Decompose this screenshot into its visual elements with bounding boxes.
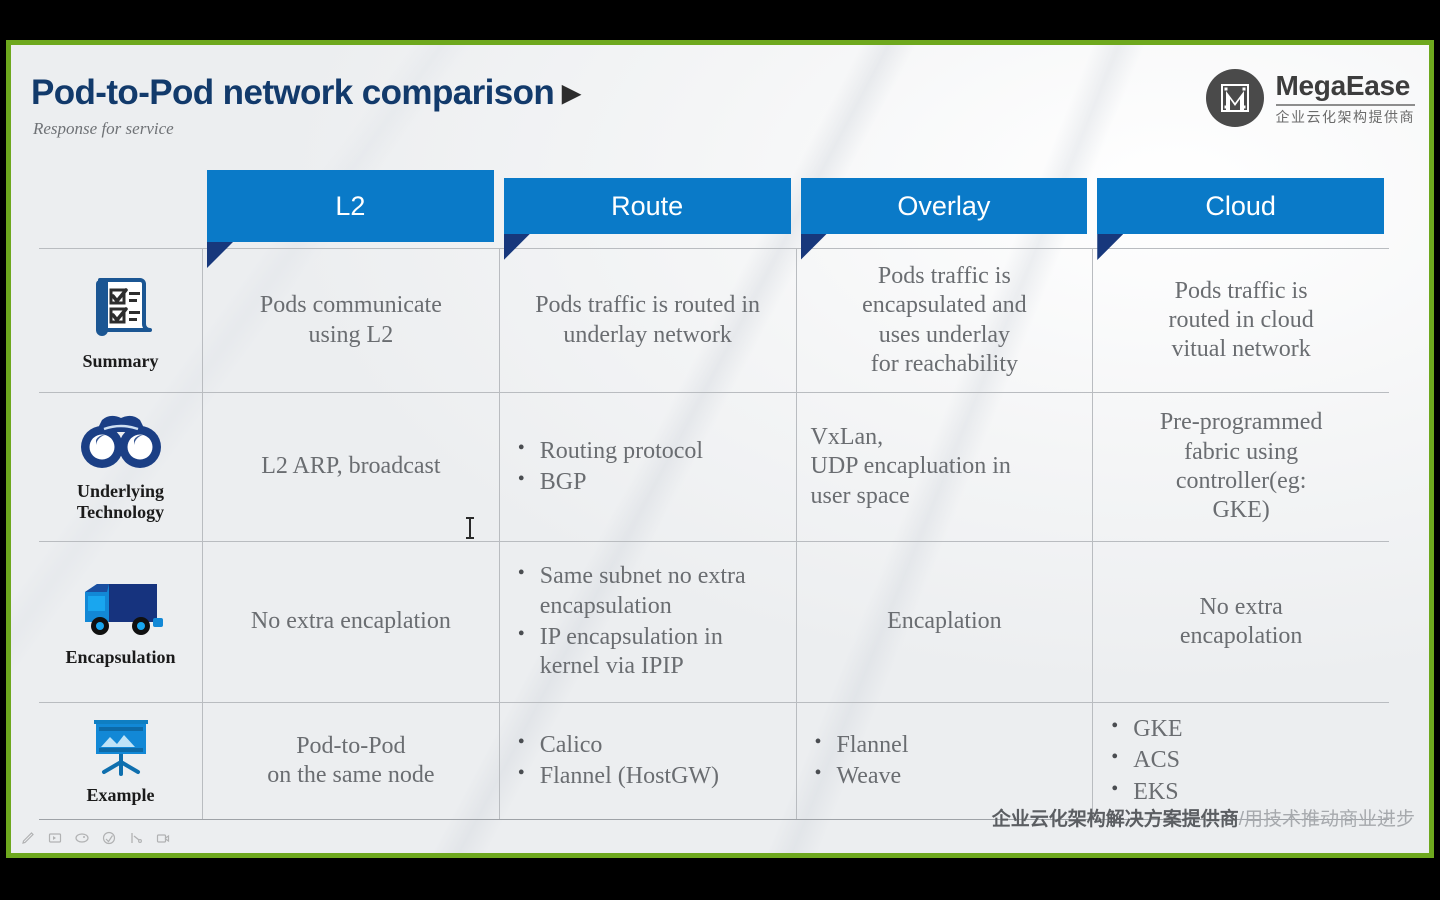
logo-text-block: MegaEase 企业云化架构提供商 [1275,70,1415,125]
laser-pointer-icon[interactable] [127,829,145,847]
column-banner-overlay: Overlay [800,178,1088,234]
cell-tech-cloud: Pre-programmed fabric using controller(e… [1092,393,1389,541]
row-label-example: Example [86,785,155,806]
footer-note-secondary: /用技术推动商业进步 [1238,809,1415,830]
list-item: IP encapsulation in kernel via IPIP [518,622,782,682]
text-cursor [466,517,474,539]
list-item: GKE [1111,714,1182,744]
row-label-encapsulation: Encapsulation [65,647,176,668]
page-title-text: Pod-to-Pod network comparison [31,73,555,112]
presentation-slide: Pod-to-Pod network comparison ▶ Response … [11,45,1429,853]
row-header-example: Example [39,703,202,819]
list-item: Calico [518,730,719,760]
cell-encap-cloud: No extra encapolation [1092,542,1389,702]
footer-note: 企业云化架构解决方案提供商/用技术推动商业进步 [992,804,1415,831]
list-item: Weave [815,761,909,791]
bullet-list: Flannel Weave [811,729,909,794]
cell-summary-l2: Pods communicate using L2 [202,249,499,392]
checklist-icon [84,268,158,347]
column-banner-cloud: Cloud [1097,178,1384,234]
column-header-l2: L2 [202,170,499,268]
bullet-list: Routing protocol BGP [514,435,703,500]
column-label-overlay: Overlay [897,190,991,221]
column-header-overlay: Overlay [796,170,1093,260]
logo-divider [1275,104,1415,106]
logo-tagline: 企业云化架构提供商 [1275,109,1415,125]
bullet-list: Calico Flannel (HostGW) [514,729,719,794]
play-triangle-icon: ▶ [562,80,581,107]
cell-summary-overlay: Pods traffic is encapsulated and uses un… [795,249,1093,392]
cell-tech-overlay: VxLan, UDP encapluation in user space [795,393,1093,541]
cell-encap-route: Same subnet no extra encapsulation IP en… [498,542,796,702]
column-banner-route: Route [503,178,791,234]
select-icon[interactable] [46,829,64,847]
list-item: Same subnet no extra encapsulation [518,561,782,621]
pen-icon[interactable] [19,829,37,847]
row-header-summary: Summary [39,249,202,392]
row-header-underlying-technology: Underlying Technology [39,393,202,541]
cell-summary-route: Pods traffic is routed in underlay netwo… [498,249,796,392]
cell-tech-l2: L2 ARP, broadcast [202,393,499,541]
column-header-cloud: Cloud [1092,170,1389,260]
truck-icon [75,574,167,643]
highlighter-icon[interactable] [73,829,91,847]
bullet-list: GKE ACS EKS [1107,713,1182,809]
cell-encap-overlay: Encaplation [795,542,1093,702]
row-label-summary: Summary [82,350,159,371]
footer-note-primary: 企业云化架构解决方案提供商 [991,809,1239,830]
comparison-table: L2 Route Overlay [39,170,1389,820]
cell-summary-cloud: Pods traffic is routed in cloud vitual n… [1092,249,1389,392]
cell-tech-route: Routing protocol BGP [498,393,796,541]
camera-icon[interactable] [154,829,172,847]
page-subtitle: Response for service [33,119,174,138]
column-header-route: Route [499,170,796,260]
row-header-encapsulation: Encapsulation [39,542,202,702]
row-label-underlying-technology: Underlying Technology [76,481,165,522]
logo-mark-icon [1205,69,1264,127]
page-title: Pod-to-Pod network comparison ▶ [31,73,581,113]
binoculars-icon [78,410,164,477]
list-item: Routing protocol [518,436,703,466]
cell-example-l2: Pod-to-Pod on the same node [202,703,499,819]
list-item: BGP [518,467,703,497]
table-row: Encapsulation No extra encaplation Same … [39,542,1389,703]
column-label-l2: L2 [335,190,366,221]
bullet-list: Same subnet no extra encapsulation IP en… [514,560,782,683]
table-grid: Summary Pods communicate using L2 Pods t… [39,248,1389,820]
column-label-route: Route [611,190,684,221]
annotation-toolbar[interactable] [19,829,172,847]
column-banner-l2: L2 [207,170,494,242]
presentation-board-icon [84,714,158,781]
cell-example-cloud: GKE ACS EKS [1092,703,1389,819]
list-item: Flannel [815,730,909,760]
table-row: Underlying Technology L2 ARP, broadcast … [39,393,1389,542]
column-label-cloud: Cloud [1205,190,1276,221]
column-header-row: L2 Route Overlay [39,170,1389,268]
list-item: EKS [1111,777,1182,807]
list-item: ACS [1111,745,1182,775]
megaease-logo: MegaEase 企业云化架构提供商 [1205,69,1415,127]
cell-encap-l2: No extra encaplation [202,542,499,702]
cell-example-route: Calico Flannel (HostGW) [498,703,796,819]
cell-example-overlay: Flannel Weave [795,703,1093,819]
eraser-icon[interactable] [100,829,118,847]
table-row: Example Pod-to-Pod on the same node Cali… [39,703,1389,820]
logo-name: MegaEase [1275,70,1411,101]
table-row: Summary Pods communicate using L2 Pods t… [39,249,1389,393]
list-item: Flannel (HostGW) [518,761,719,791]
